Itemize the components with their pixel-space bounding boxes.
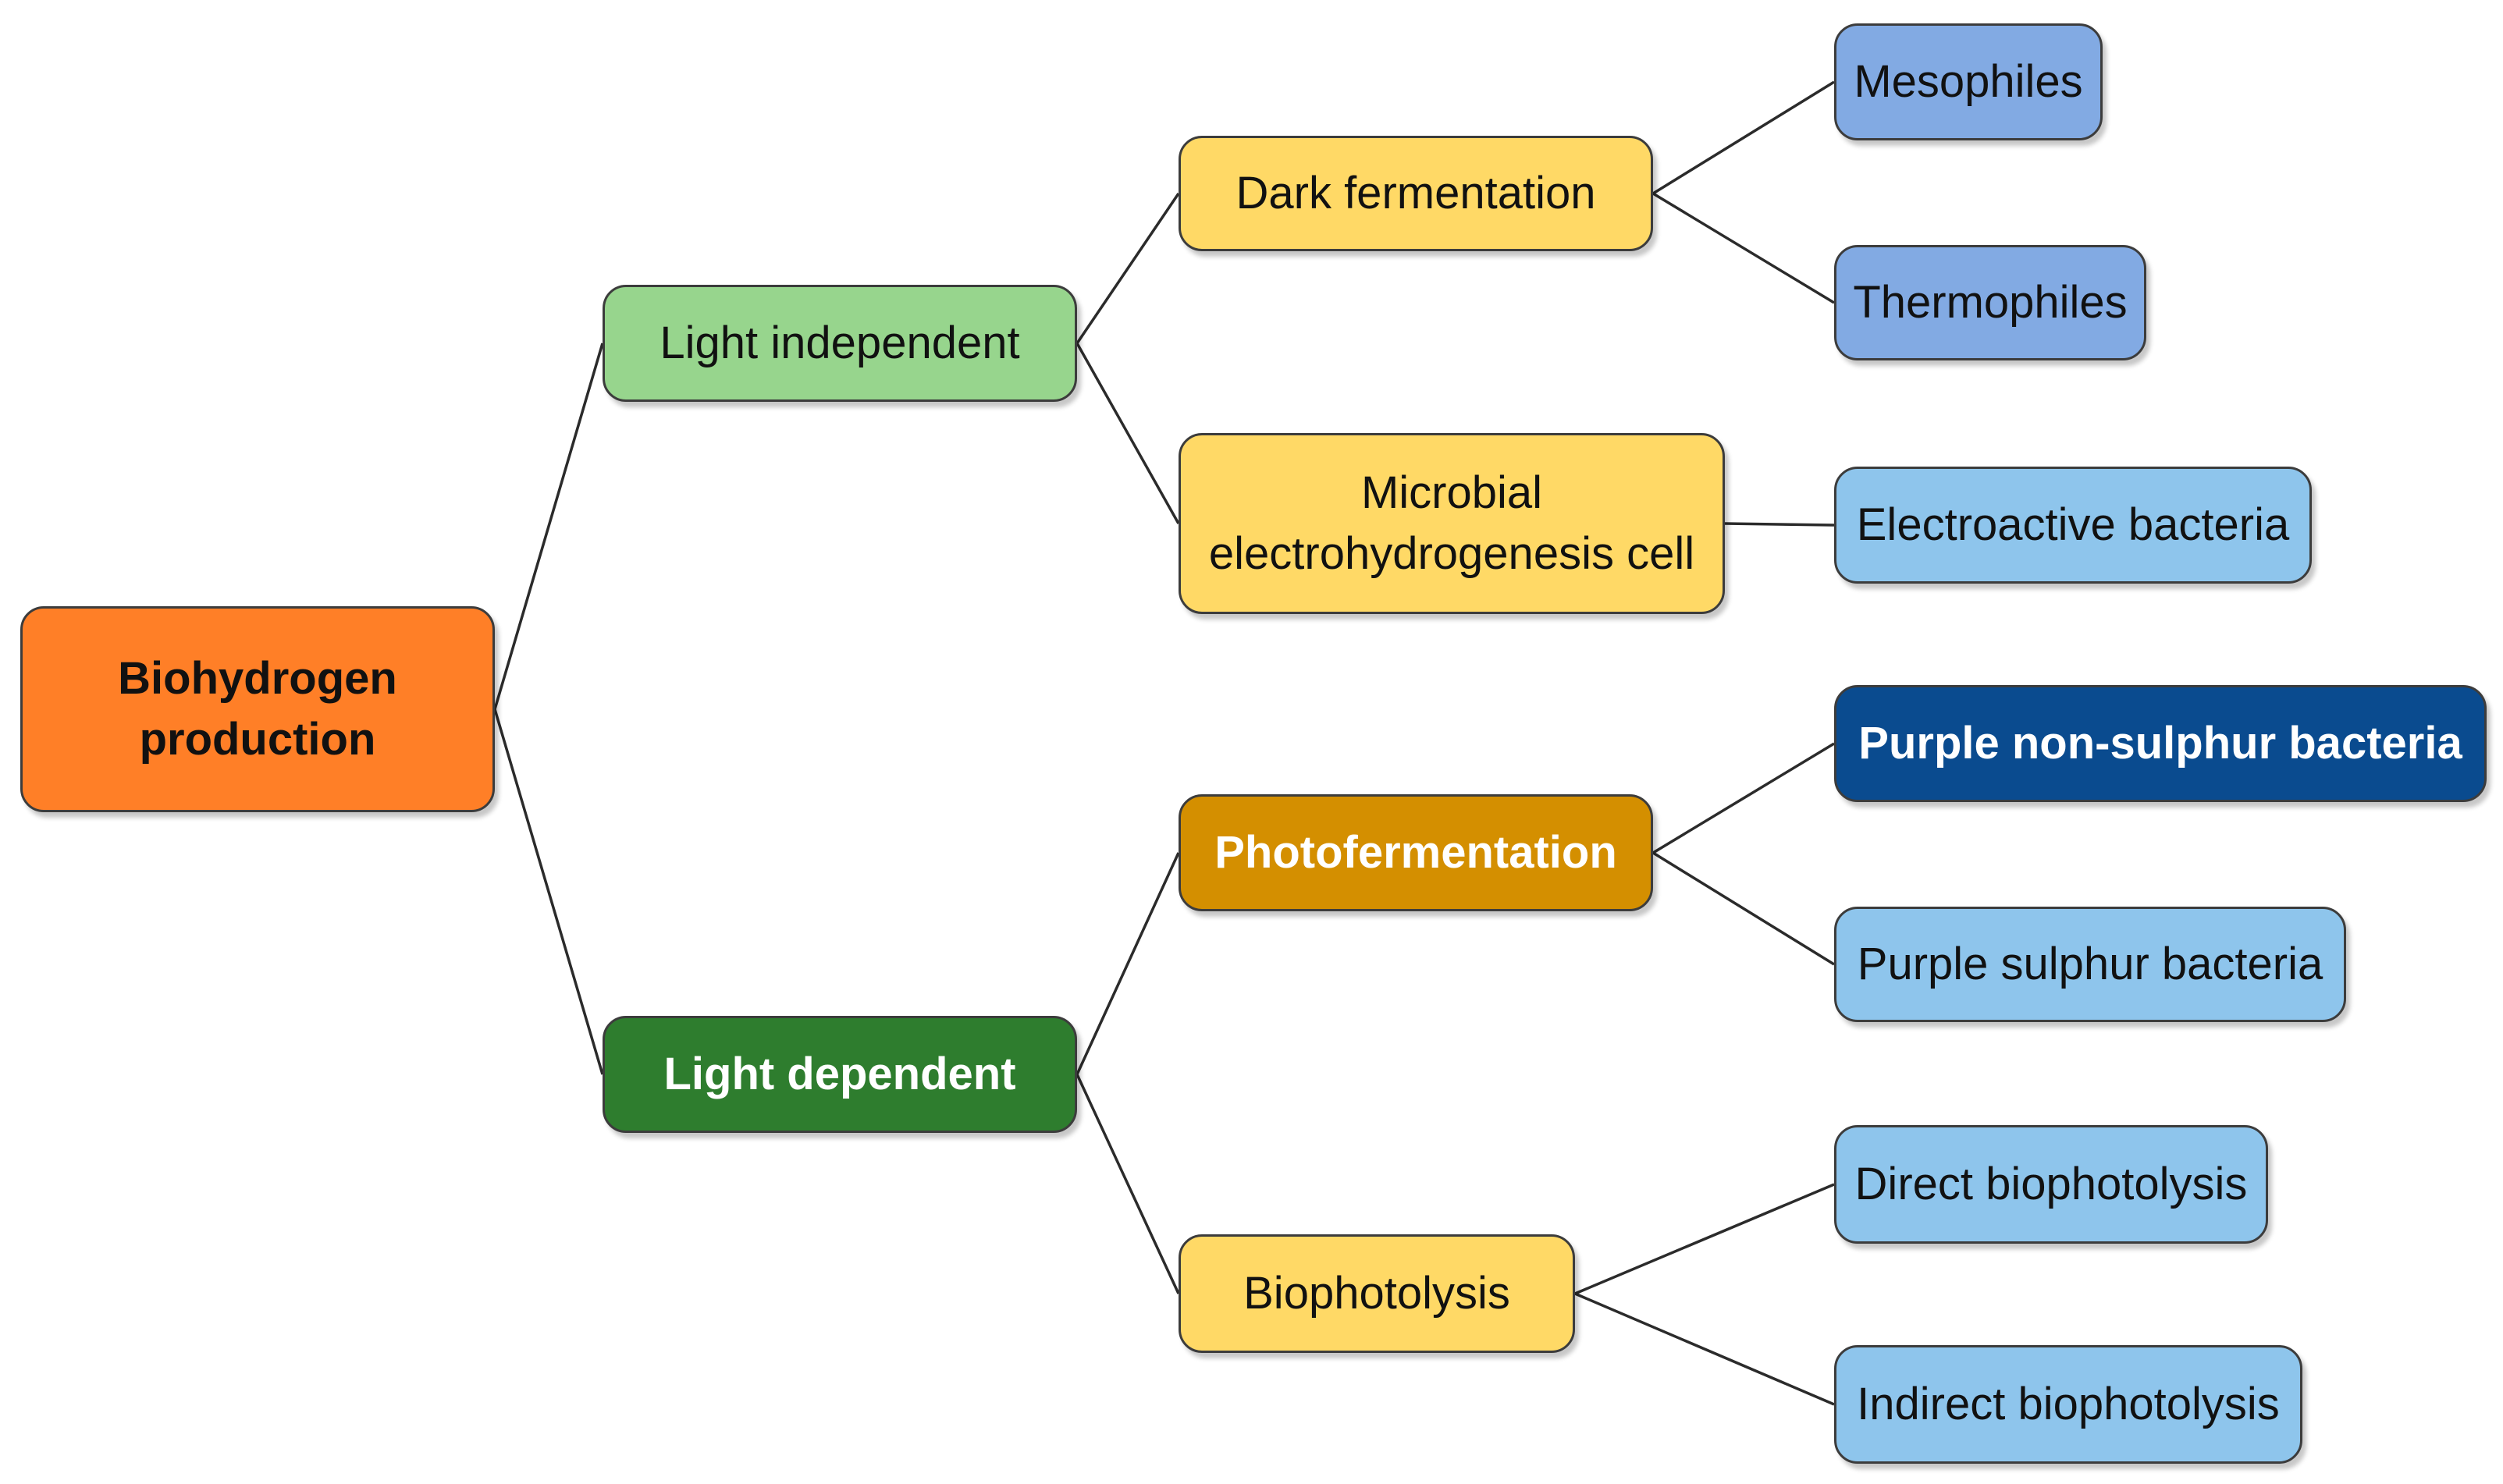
node-electroactive-bacteria[interactable]: Electroactive bacteria bbox=[1834, 467, 2312, 584]
node-light-dependent[interactable]: Light dependent bbox=[603, 1016, 1077, 1133]
node-indirect-biophotolysis[interactable]: Indirect biophotolysis bbox=[1834, 1345, 2302, 1464]
node-label-line-1: Microbial bbox=[1360, 467, 1543, 518]
connector-light-independent-to-microbial-cell bbox=[1076, 343, 1180, 524]
connector-light-independent-to-dark-fermentation bbox=[1076, 193, 1180, 344]
node-label: Dark fermentation bbox=[1236, 168, 1596, 218]
connector-root-to-light-independent bbox=[493, 343, 604, 710]
node-label: Light dependent bbox=[663, 1049, 1016, 1099]
node-label: Electroactive bacteria bbox=[1856, 499, 2290, 550]
connector-biophotolysis-to-indirect-biophotolysis bbox=[1574, 1292, 1835, 1406]
node-label: Purple sulphur bacteria bbox=[1857, 939, 2323, 989]
node-purple-sulphur-bacteria[interactable]: Purple sulphur bacteria bbox=[1834, 907, 2346, 1022]
node-label: Photofermentation bbox=[1214, 827, 1617, 878]
connector-light-dependent-to-photofermentation bbox=[1076, 852, 1180, 1075]
connector-dark-fermentation-to-thermophiles bbox=[1652, 192, 1835, 304]
node-label: Indirect biophotolysis bbox=[1857, 1379, 2280, 1429]
connector-photofermentation-to-purple-non-sulphur bbox=[1652, 742, 1835, 854]
connector-photofermentation-to-purple-sulphur bbox=[1652, 851, 1835, 966]
connector-dark-fermentation-to-mesophiles bbox=[1652, 80, 1835, 195]
node-label-line-2: production bbox=[139, 714, 376, 765]
node-label-line-2: electrohydrogenesis cell bbox=[1208, 528, 1695, 579]
node-biophotolysis[interactable]: Biophotolysis bbox=[1179, 1234, 1575, 1353]
connector-biophotolysis-to-direct-biophotolysis bbox=[1574, 1183, 1835, 1295]
node-label: Direct biophotolysis bbox=[1854, 1159, 2248, 1209]
node-dark-fermentation[interactable]: Dark fermentation bbox=[1179, 136, 1653, 251]
node-microbial-electrohydrogenesis-cell[interactable]: Microbial electrohydrogenesis cell bbox=[1179, 433, 1725, 614]
node-direct-biophotolysis[interactable]: Direct biophotolysis bbox=[1834, 1125, 2268, 1244]
connector-microbial-cell-to-electroactive bbox=[1724, 522, 1835, 527]
node-purple-non-sulphur-bacteria[interactable]: Purple non-sulphur bacteria bbox=[1834, 685, 2487, 802]
node-thermophiles[interactable]: Thermophiles bbox=[1834, 245, 2146, 360]
connector-root-to-light-dependent bbox=[493, 708, 604, 1075]
node-label: Light independent bbox=[660, 318, 1020, 368]
node-label: Purple non-sulphur bacteria bbox=[1858, 718, 2462, 769]
node-label: Thermophiles bbox=[1853, 277, 2128, 328]
node-label-line-1: Biohydrogen bbox=[118, 653, 397, 704]
node-label: Biophotolysis bbox=[1243, 1268, 1510, 1319]
node-biohydrogen-production[interactable]: Biohydrogen production bbox=[20, 606, 495, 812]
node-mesophiles[interactable]: Mesophiles bbox=[1834, 23, 2103, 140]
node-label: Mesophiles bbox=[1854, 56, 2083, 107]
node-light-independent[interactable]: Light independent bbox=[603, 285, 1077, 402]
connector-light-dependent-to-biophotolysis bbox=[1076, 1074, 1180, 1294]
node-photofermentation[interactable]: Photofermentation bbox=[1179, 794, 1653, 911]
